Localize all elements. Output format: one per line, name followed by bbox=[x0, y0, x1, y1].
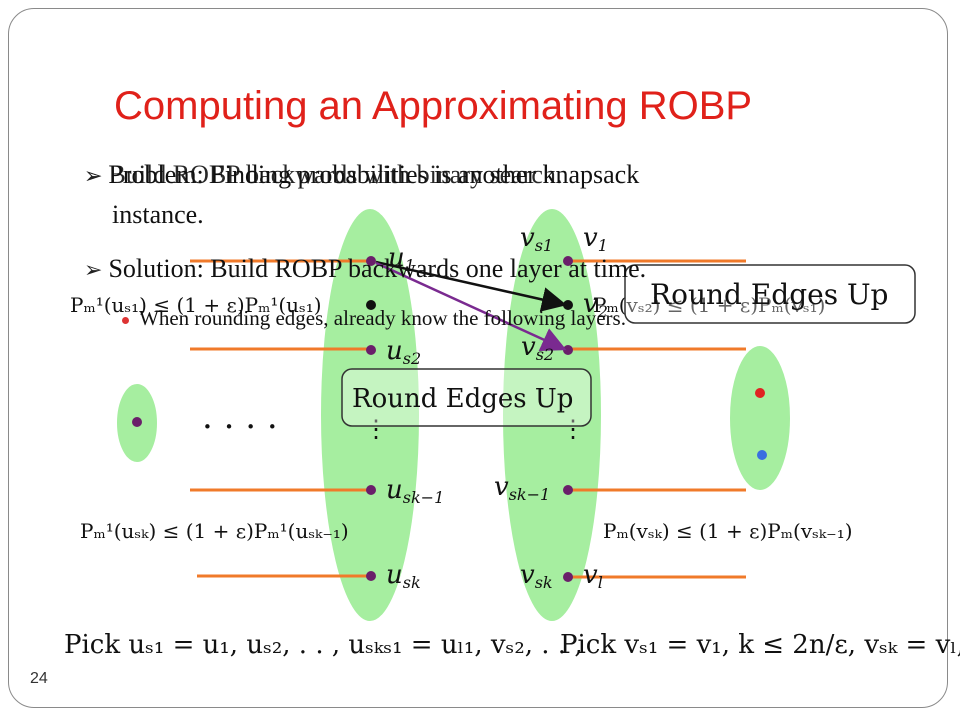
node-usk1 bbox=[366, 485, 376, 495]
bullet-1-overlay: ➢Build ROBP backwards with binary search… bbox=[84, 160, 563, 189]
bullet-arrow-icon: ➢ bbox=[84, 163, 103, 188]
slide-title: Computing an Approximating ROBP bbox=[114, 84, 753, 128]
svg-text:us2: us2 bbox=[386, 336, 421, 368]
node-blue bbox=[757, 450, 767, 460]
svg-text:vs1: vs1 bbox=[520, 223, 553, 255]
round-edges-box-center: Round Edges Up bbox=[341, 368, 592, 427]
sub-bullet-1: When rounding edges, already know the fo… bbox=[122, 306, 626, 331]
pick-statement: Pick uₛ₁ = u₁, uₛ₂, . . , uₛₖₛ₁ = uₗ₁, v… bbox=[64, 630, 583, 660]
page-number: 24 bbox=[30, 670, 48, 687]
node-vl bbox=[563, 572, 573, 582]
left-edges bbox=[190, 259, 368, 578]
svg-text:vs2: vs2 bbox=[521, 332, 554, 364]
left-vertical-dots: ⋮ bbox=[364, 415, 388, 443]
arrow-black bbox=[375, 260, 567, 312]
svg-text:usk: usk bbox=[386, 560, 421, 592]
left-labels: u1 us2 usk−1 usk bbox=[386, 243, 444, 592]
svg-text:vsk: vsk bbox=[520, 560, 553, 592]
last-layer-ellipse bbox=[728, 344, 792, 492]
right-edges bbox=[568, 259, 746, 579]
pick-statement-right: Pick vₛ₁ = v₁, k ≤ 2n/ε, vₛₖ = vₗ, k ≤ 2… bbox=[560, 630, 960, 660]
node-red bbox=[755, 388, 765, 398]
node-vsk1 bbox=[563, 485, 573, 495]
bullet-1-line2: instance. bbox=[112, 200, 204, 229]
bullet-dot-icon bbox=[122, 316, 129, 324]
round-edges-box-right: Round Edges Up bbox=[624, 264, 916, 324]
inequality-right-bottom: Pₘ(vₛₖ) ≤ (1 + ε)Pₘ(vₛₖ₋₁) bbox=[603, 519, 853, 543]
svg-text:u1: u1 bbox=[388, 243, 415, 275]
svg-text:Round Edges Up: Round Edges Up bbox=[650, 278, 888, 311]
left-layer-ellipse bbox=[319, 207, 421, 623]
right-layer-ellipse bbox=[501, 207, 603, 623]
left-nodes bbox=[366, 256, 376, 581]
svg-text:v1: v1 bbox=[583, 223, 608, 255]
bullet-2: ➢Solution: Build ROBP backwards one laye… bbox=[84, 254, 647, 283]
inequality-right-top: Pₘ(vₛ₂) ≤ (1 + ε)Pₘ(vₛ₁) bbox=[593, 293, 825, 317]
inequality-left-top: Pₘ¹(uₛ₁) ≤ (1 + ε)Pₘ¹(uₛ₁) bbox=[70, 293, 322, 317]
right-vertical-dots: ⋮ bbox=[561, 415, 585, 443]
svg-text:v2: v2 bbox=[583, 289, 608, 321]
node-vs2 bbox=[563, 345, 573, 355]
slide-frame bbox=[8, 8, 948, 708]
svg-text:vl: vl bbox=[583, 560, 603, 592]
node-us2 bbox=[366, 345, 376, 355]
horizontal-ellipsis: . . . . bbox=[202, 397, 278, 437]
node-black-left bbox=[366, 300, 376, 310]
node-u1 bbox=[366, 256, 376, 266]
right-labels: vs1 v1 v2 vs2 vsk−1 vsk vl bbox=[494, 223, 608, 592]
bullet-1: ➢Problem: Finding probabilities is anoth… bbox=[84, 160, 640, 189]
node-usk bbox=[366, 571, 376, 581]
svg-text:usk−1: usk−1 bbox=[386, 475, 444, 507]
bullet-arrow-icon: ➢ bbox=[84, 163, 103, 188]
node-first bbox=[132, 417, 142, 427]
svg-text:vsk−1: vsk−1 bbox=[494, 472, 550, 504]
svg-text:Round Edges Up: Round Edges Up bbox=[352, 384, 573, 414]
inequality-left-bottom: Pₘ¹(uₛₖ) ≤ (1 + ε)Pₘ¹(uₛₖ₋₁) bbox=[80, 519, 349, 543]
node-v1 bbox=[563, 256, 573, 266]
arrow-purple bbox=[375, 261, 567, 352]
bullet-arrow-icon: ➢ bbox=[84, 257, 103, 282]
